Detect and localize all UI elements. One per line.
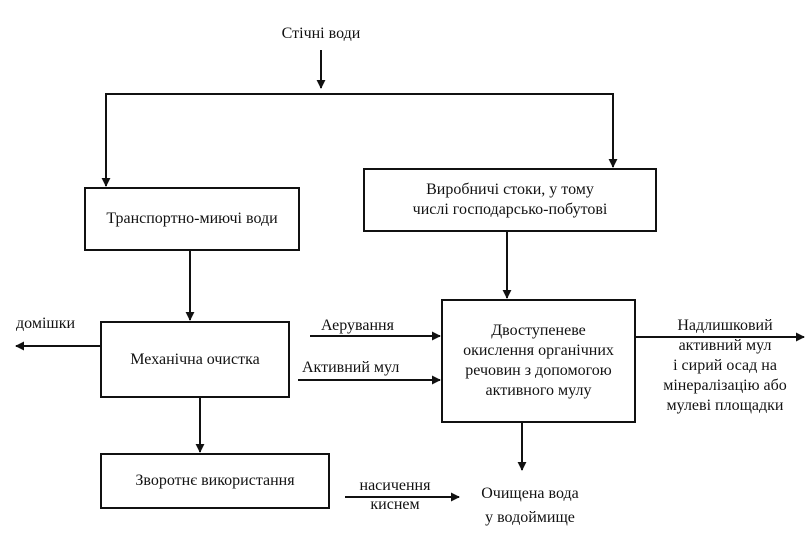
label-aeration: Аерування — [321, 317, 394, 334]
box-mechanical: Механічна очистка — [100, 321, 290, 398]
box-reuse-text: Зворотнє використання — [135, 472, 295, 489]
box-production-text: Виробничі стоки, у тому числі господарсь… — [412, 181, 608, 218]
label-excess: Надлишковий активний мул і сирий осад на… — [663, 317, 787, 414]
box-transport-wash: Транспортно-миючі води — [84, 187, 300, 251]
label-impurities: домішки — [16, 315, 76, 332]
box-production: Виробничі стоки, у тому числі господарсь… — [363, 168, 657, 232]
box-oxidation: Двоступеневе окислення органічних речови… — [441, 299, 636, 423]
box-transport-wash-text: Транспортно-миючі води — [106, 210, 278, 227]
node-wastewater: Стічні води — [281, 25, 361, 42]
node-clean-water: Очищена вода у водоймище — [481, 485, 579, 526]
label-oxygen: насичення киснем — [359, 477, 431, 513]
label-activated-sludge: Активний мул — [302, 359, 400, 376]
box-oxidation-text: Двоступеневе окислення органічних речови… — [463, 322, 614, 399]
box-mechanical-text: Механічна очистка — [130, 350, 260, 368]
box-reuse: Зворотнє використання — [100, 453, 330, 509]
